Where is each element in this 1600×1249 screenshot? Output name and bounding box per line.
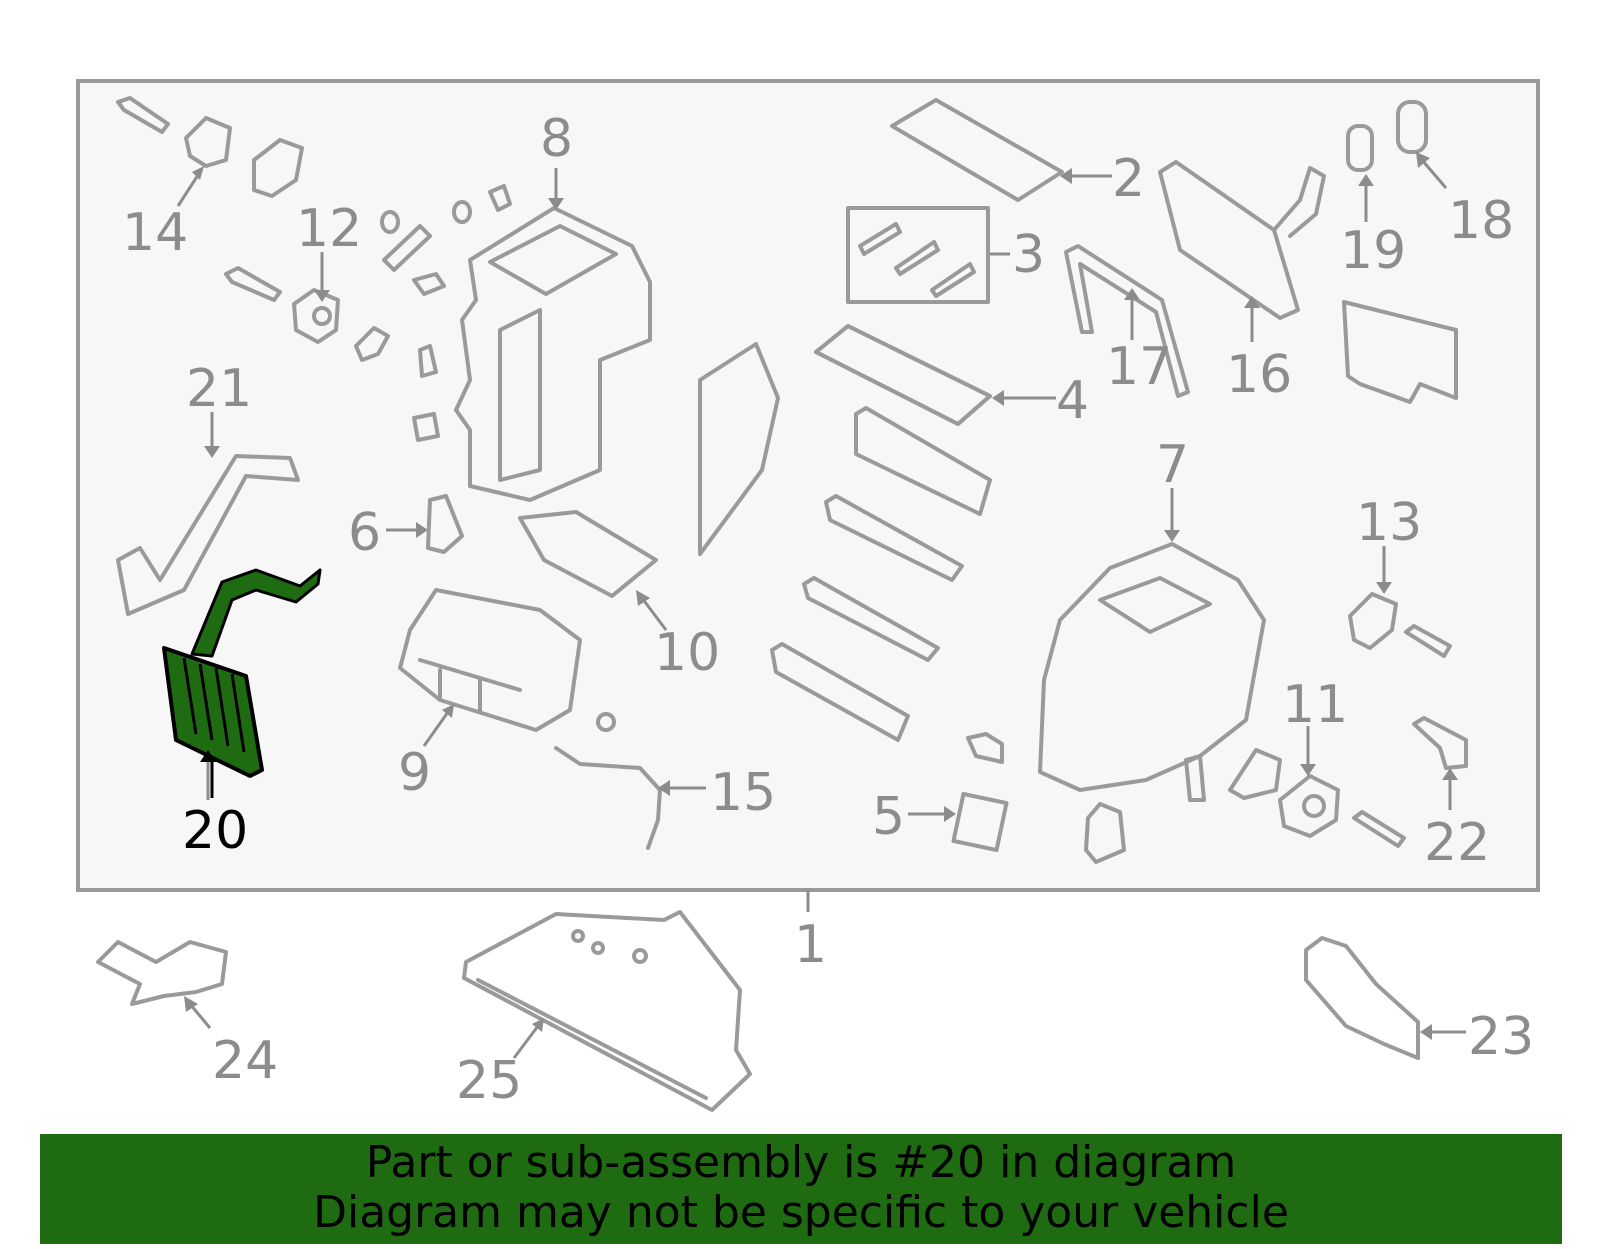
callout-24: 24 [212,1031,278,1091]
part-8 [454,206,652,502]
callout-17: 17 [1106,337,1172,397]
callout-6: 6 [348,503,381,563]
part-24 [96,940,228,1006]
callout-7: 7 [1156,435,1189,495]
callout-10: 10 [654,623,720,683]
callout-23: 23 [1468,1007,1534,1067]
callout-13: 13 [1356,493,1422,553]
small-clips [380,184,512,442]
callout-16: 16 [1226,345,1292,405]
part-9 [398,588,582,732]
part-25 [462,910,752,1112]
heater-core-20 [162,568,322,778]
callout-1: 1 [794,915,827,975]
callout-21: 21 [186,359,252,419]
part-6 [426,494,464,554]
banner-line-1: Part or sub-assembly is #20 in diagram [365,1137,1237,1188]
part-12 [224,266,390,362]
callout-20: 20 [182,801,248,861]
part-14 [116,96,304,198]
part-18 [1396,100,1428,154]
part-7 [1038,542,1266,792]
part-10 [518,510,658,598]
callout-8: 8 [540,109,573,169]
callout-18: 18 [1448,191,1514,251]
callout-19: 19 [1340,221,1406,281]
part-22 [1412,716,1468,770]
part-23 [1304,936,1420,1060]
callout-11: 11 [1282,675,1348,735]
part-19 [1346,124,1374,172]
part-17 [1064,244,1190,398]
callout-2: 2 [1112,149,1145,209]
callout-5: 5 [872,787,905,847]
part-4 [814,324,992,426]
part-15 [554,712,662,850]
banner-line-2: Diagram may not be specific to your vehi… [313,1187,1289,1238]
part-11 [1228,748,1406,848]
part-5 [951,791,1009,853]
callout-4: 4 [1056,371,1089,431]
leader-lines [176,152,1466,1059]
callout-15: 15 [710,763,776,823]
misc-clips-bottom [966,732,1206,864]
part-3 [846,206,990,304]
callout-25: 25 [456,1051,522,1111]
info-banner: Part or sub-assembly is #20 in diagram D… [40,1134,1562,1244]
callout-9: 9 [398,743,431,803]
part-16 [1158,160,1326,320]
callout-3: 3 [1012,225,1045,285]
callout-22: 22 [1424,813,1490,873]
cover-bracket [1342,300,1458,404]
callout-labels: 1 2 3 4 5 6 7 8 9 10 11 12 13 14 15 16 1… [122,109,1534,1111]
part-21 [116,454,300,616]
part-13 [1348,592,1452,658]
assembly-panel [76,79,1540,892]
callout-12: 12 [296,199,362,259]
part-2 [890,98,1064,202]
callout-14: 14 [122,203,188,263]
